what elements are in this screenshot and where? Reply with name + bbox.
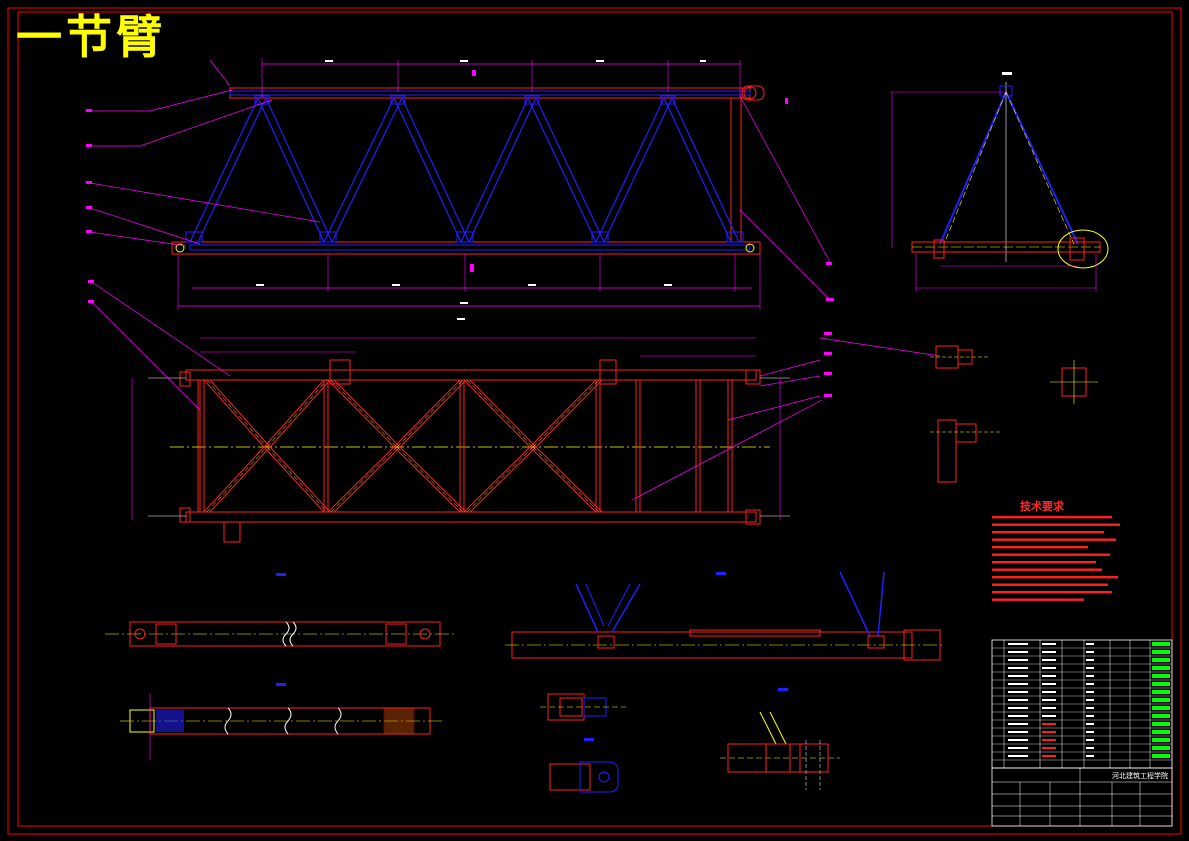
detail-pin-end [540, 693, 626, 741]
parts-list [991, 639, 1173, 769]
detail-pin-side [120, 683, 445, 760]
title-block [991, 767, 1173, 827]
title-block-school: 河北建筑工程学院 [1112, 772, 1168, 780]
drawing-border [17, 11, 1173, 827]
tech-requirements-notes [992, 516, 1120, 601]
tech-requirements-heading: 技术要求 [1020, 500, 1064, 513]
detail-plate-top [105, 573, 455, 647]
drawing-frame [7, 7, 1182, 835]
elevation-view [86, 58, 834, 320]
drawing-title: 一节臂 [16, 10, 166, 64]
detail-lug [549, 761, 619, 793]
plan-view [88, 280, 941, 543]
side-view [890, 72, 1109, 292]
section-details-right [930, 345, 1098, 483]
detail-chord [505, 571, 945, 661]
detail-joint [720, 688, 840, 790]
